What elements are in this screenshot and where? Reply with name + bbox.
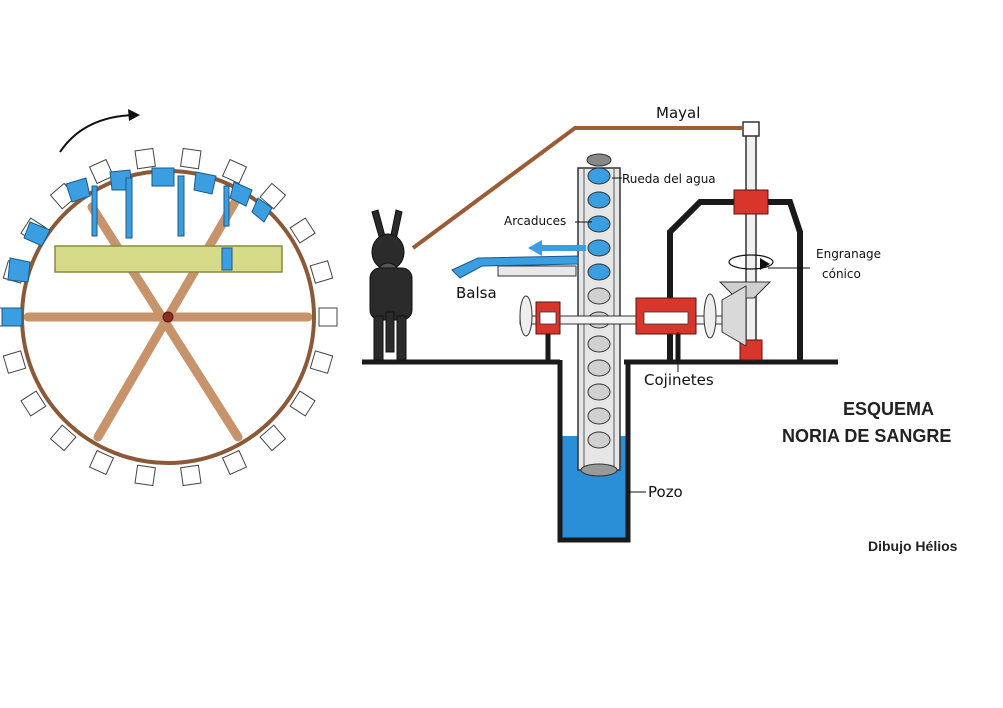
side-view: Mayal Rueda del agua Arcaduces Balsa Eng… [362, 104, 958, 554]
axle-wheel-left [519, 295, 533, 337]
rim-bucket [20, 390, 47, 417]
side-bucket [587, 407, 611, 425]
rim-bucket [318, 307, 338, 327]
bevel-gear [718, 254, 774, 347]
vertical-shaft [745, 131, 757, 361]
side-bucket [587, 335, 611, 353]
rim-bucket [134, 464, 156, 487]
rim-bucket [259, 424, 287, 452]
wheel-front-view [0, 109, 338, 487]
axle-wheel-right [703, 293, 717, 339]
label-mayal: Mayal [656, 104, 700, 122]
rim-bucket [134, 147, 156, 170]
rim-bucket [221, 449, 248, 476]
gear-rotation-arrowhead-icon [760, 258, 770, 270]
label-balsa: Balsa [456, 284, 497, 302]
label-conico: cónico [822, 267, 861, 281]
donkey-illustration [369, 209, 413, 361]
rim-bucket [180, 147, 202, 170]
flow-arrow-icon [528, 240, 586, 256]
rim-bucket [289, 217, 316, 244]
side-bucket [587, 287, 611, 305]
upper-bearing [733, 189, 769, 215]
flail-beam [411, 126, 744, 250]
side-bucket [587, 431, 611, 449]
label-cojinetes: Cojinetes [644, 371, 714, 389]
balsa-water-flow [451, 255, 579, 279]
rim-bucket [309, 350, 334, 374]
label-rueda-del-agua: Rueda del agua [622, 172, 716, 186]
rim-bucket [88, 158, 115, 185]
rotation-arrowhead-icon [128, 109, 140, 121]
label-engranage: Engranage [816, 247, 881, 261]
rim-bucket [309, 260, 334, 284]
side-bucket [587, 359, 611, 377]
rotation-arrow-icon [59, 114, 139, 153]
rim-bucket [221, 158, 248, 185]
shaft-cap [742, 121, 760, 137]
rim-bucket [88, 449, 115, 476]
rim-bucket [2, 350, 27, 374]
balsa-basin [497, 265, 577, 277]
label-arcaduces: Arcaduces [504, 214, 566, 228]
side-bucket [587, 191, 611, 209]
credit-text: Dibujo Hélios [868, 538, 958, 554]
side-bucket [587, 263, 611, 281]
water-buckets [1, 167, 273, 327]
water-wheel-side [577, 153, 621, 477]
side-bucket [587, 239, 611, 257]
label-pozo: Pozo [648, 483, 683, 501]
title-line-2: NORIA DE SANGRE [782, 426, 951, 446]
rim-bucket [289, 390, 316, 417]
wheel-hub [162, 311, 174, 323]
rim-bucket [49, 424, 77, 452]
trough-plank [54, 245, 283, 273]
rim-bucket [259, 182, 287, 210]
rim-bucket [180, 464, 202, 487]
title-line-1: ESQUEMA [843, 399, 934, 419]
side-bucket [587, 167, 611, 185]
side-bucket [587, 215, 611, 233]
side-bucket [587, 383, 611, 401]
